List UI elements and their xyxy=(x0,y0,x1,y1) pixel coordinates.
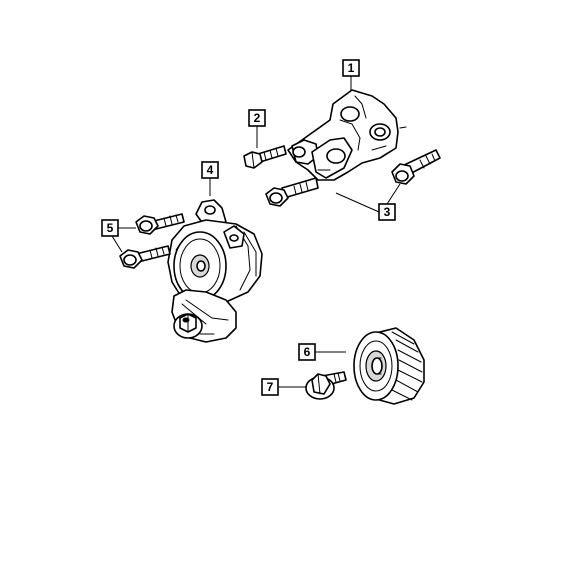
small-bolt-part xyxy=(243,145,287,169)
callout-4: 4 xyxy=(201,161,219,196)
long-bolt-part-left xyxy=(265,177,319,207)
idler-pulley-part xyxy=(353,327,425,405)
pulley-bolt-part xyxy=(305,371,347,400)
callout-5-box xyxy=(101,219,119,237)
callout-5: 5 xyxy=(101,219,136,253)
callout-4-box xyxy=(201,161,219,179)
callout-2-label: 2 xyxy=(254,111,261,125)
callout-1-box xyxy=(342,59,360,77)
callout-7-label: 7 xyxy=(267,380,274,394)
callout-3-label: 3 xyxy=(384,205,391,219)
callout-6-label: 6 xyxy=(304,345,311,359)
callout-5-label: 5 xyxy=(107,221,114,235)
callout-7: 7 xyxy=(261,378,306,396)
callout-3: 3 xyxy=(335,183,401,221)
callout-4-label: 4 xyxy=(207,163,214,177)
callout-7-box xyxy=(261,378,279,396)
long-bolt-part-right xyxy=(391,149,441,185)
belt-tensioner-part xyxy=(167,199,263,343)
callout-2: 2 xyxy=(248,109,266,148)
callout-1-label: 1 xyxy=(348,61,355,75)
callout-6: 6 xyxy=(298,343,346,361)
callout-6-box xyxy=(298,343,316,361)
callout-2-box xyxy=(248,109,266,127)
bracket-part xyxy=(287,89,407,181)
callout-3-box xyxy=(378,203,396,221)
tensioner-bolt-part-lower xyxy=(119,245,171,269)
tensioner-bolt-part-upper xyxy=(135,213,185,235)
callout-1: 1 xyxy=(342,59,360,90)
